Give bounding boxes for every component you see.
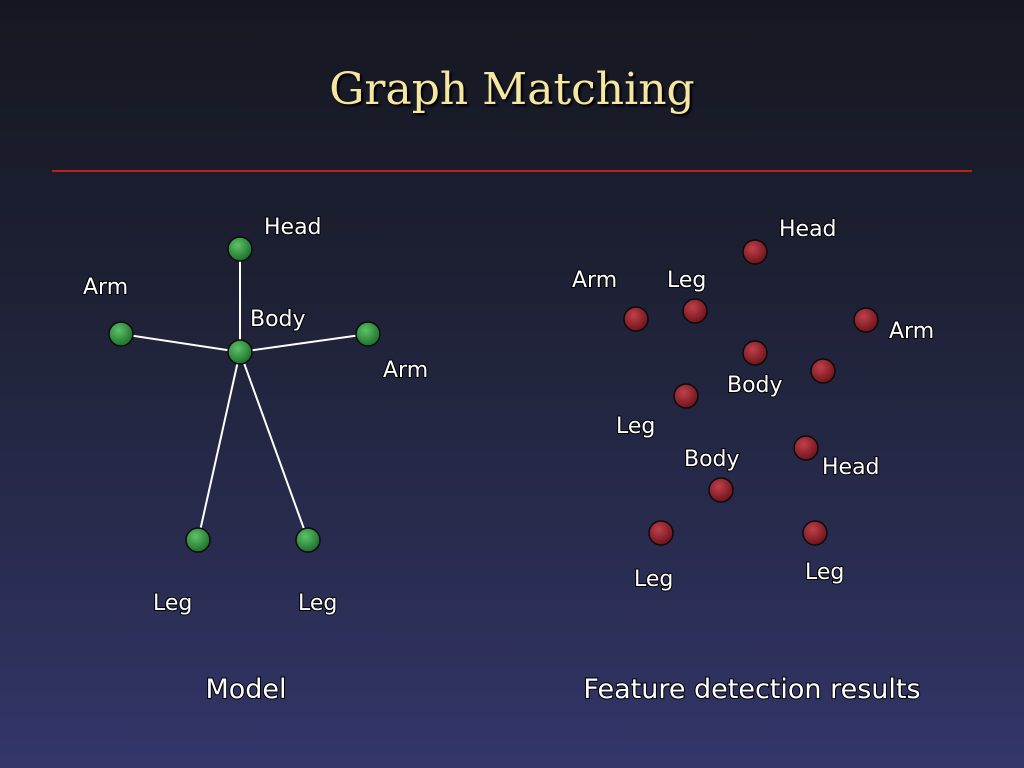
model-edges	[120, 249, 369, 541]
model-label-body: Body	[250, 307, 306, 332]
model-node-body	[227, 339, 253, 365]
model-caption: Model	[205, 674, 286, 705]
edge-body-arm-right	[239, 333, 369, 353]
detection-label-leg: Leg	[667, 268, 706, 293]
detection-point	[648, 520, 674, 546]
model-label-head: Head	[264, 215, 322, 240]
detection-point	[810, 358, 836, 384]
model-node-leg-right	[295, 527, 321, 553]
detection-label-body: Body	[684, 447, 740, 472]
detection-point	[623, 306, 649, 332]
model-label-arm-right: Arm	[383, 358, 428, 383]
model-label-arm-left: Arm	[83, 275, 128, 300]
detection-point	[682, 298, 708, 324]
detection-point	[708, 477, 734, 503]
detection-point	[853, 307, 879, 333]
title-divider	[52, 170, 972, 172]
detection-label-leg: Leg	[634, 567, 673, 592]
model-nodes	[108, 236, 381, 553]
detection-label-leg: Leg	[805, 560, 844, 585]
detection-point	[802, 520, 828, 546]
detection-label-body: Body	[727, 373, 783, 398]
edge-body-arm-left	[120, 333, 241, 353]
edge-body-leg-right	[239, 351, 309, 541]
detection-label-arm: Arm	[572, 268, 617, 293]
model-label-leg-left: Leg	[153, 591, 192, 616]
detection-label-head: Head	[779, 217, 837, 242]
model-node-arm-right	[355, 321, 381, 347]
detection-point	[793, 435, 819, 461]
slide-title: Graph Matching	[329, 64, 695, 115]
model-node-arm-left	[108, 321, 134, 347]
detections-caption: Feature detection results	[583, 674, 920, 705]
detection-label-arm: Arm	[889, 319, 934, 344]
detection-label-head: Head	[822, 455, 880, 480]
detection-label-leg: Leg	[616, 414, 655, 439]
detection-point	[742, 239, 768, 265]
detection-points	[623, 239, 879, 546]
detection-point	[742, 340, 768, 366]
model-node-leg-left	[185, 527, 211, 553]
model-node-head	[227, 236, 253, 262]
edge-body-leg-left	[197, 351, 241, 541]
detection-point	[673, 383, 699, 409]
model-label-leg-right: Leg	[298, 591, 337, 616]
